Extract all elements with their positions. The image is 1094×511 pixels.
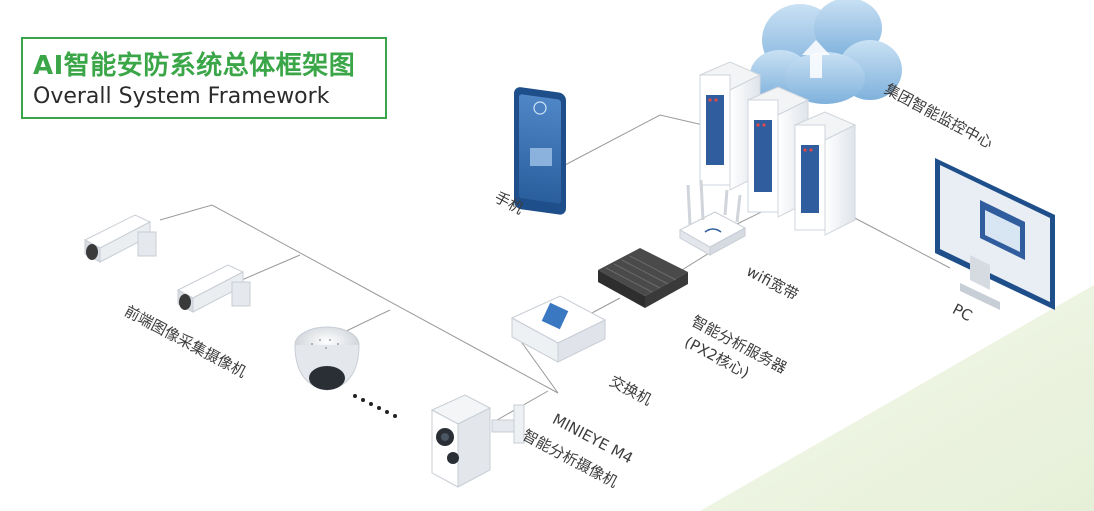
analysis-server-icon — [598, 248, 688, 308]
title-english: Overall System Framework — [33, 84, 330, 109]
bullet-camera-2-icon — [176, 264, 251, 313]
server-rack-icon — [698, 61, 857, 236]
dome-camera-icon — [294, 326, 360, 391]
corner-decoration — [700, 285, 1094, 511]
more-cameras-dots — [353, 394, 397, 418]
title-box: AI智能安防系统总体框架图 Overall System Framework — [21, 37, 387, 119]
connection-lines — [159, 59, 951, 421]
wifi-router-icon — [678, 179, 747, 256]
mobile-device-icon — [514, 87, 566, 215]
cloud-icon — [750, 0, 902, 104]
title-chinese: AI智能安防系统总体框架图 — [33, 51, 356, 81]
network-switch-icon — [510, 295, 607, 363]
bullet-camera-1-icon — [83, 214, 157, 263]
minieye-camera-icon — [430, 394, 525, 488]
pc-monitor-icon — [935, 158, 1055, 310]
